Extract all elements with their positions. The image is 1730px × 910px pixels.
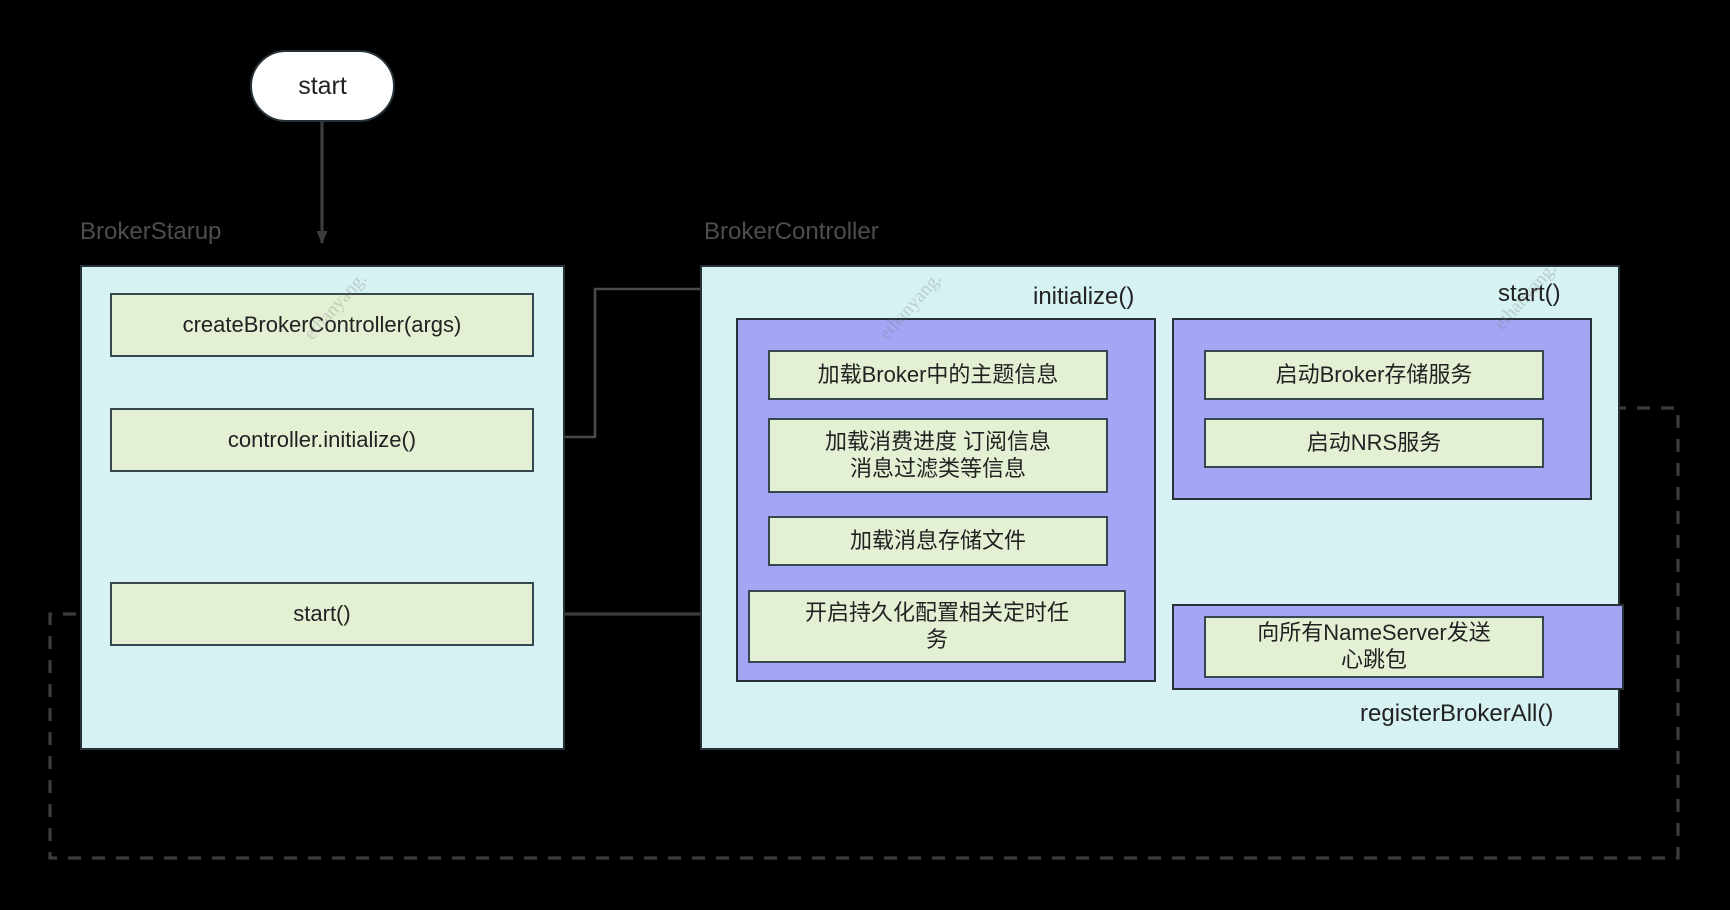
node-start-persist-config-task-label: 开启持久化配置相关定时任 务 [804,599,1069,652]
node-startup-start[interactable]: start() [110,582,534,646]
node-start-nrs-service-label: 启动NRS服务 [1306,429,1442,455]
node-create-broker-controller[interactable]: createBrokerController(args) [110,293,534,357]
subpanel-start [1172,318,1592,500]
node-send-heartbeat-to-nameservers-label: 向所有NameServer发送 心跳包 [1257,620,1491,672]
edge-dashed-feedback [48,402,1680,860]
node-load-message-store-file-label: 加载消息存储文件 [849,527,1026,553]
node-controller-initialize[interactable]: controller.initialize() [110,408,534,472]
node-load-message-store-file[interactable]: 加载消息存储文件 [768,516,1108,566]
node-start[interactable]: start [250,50,395,122]
node-load-broker-topic-info-label: 加载Broker中的主题信息 [817,361,1059,387]
node-start-broker-store-service-label: 启动Broker存储服务 [1275,361,1473,387]
node-load-consume-progress-label: 加载消费进度 订阅信息 消息过滤类等信息 [824,428,1052,481]
node-start-nrs-service[interactable]: 启动NRS服务 [1204,418,1544,468]
node-create-broker-controller-label: createBrokerController(args) [182,311,462,337]
group-label-broker-startup: BrokerStarup [80,218,222,245]
fn-label-register-broker-all: registerBrokerAll() [1360,700,1554,727]
node-start-broker-store-service[interactable]: 启动Broker存储服务 [1204,350,1544,400]
node-startup-start-label: start() [293,600,351,626]
node-load-broker-topic-info[interactable]: 加载Broker中的主题信息 [768,350,1108,400]
group-label-broker-controller: BrokerController [704,218,879,245]
fn-label-start: start() [1498,280,1561,307]
node-start-persist-config-task[interactable]: 开启持久化配置相关定时任 务 [748,590,1126,663]
node-controller-initialize-label: controller.initialize() [227,426,417,452]
node-start-label: start [298,71,347,100]
node-send-heartbeat-to-nameservers[interactable]: 向所有NameServer发送 心跳包 [1204,616,1544,678]
node-load-consume-progress[interactable]: 加载消费进度 订阅信息 消息过滤类等信息 [768,418,1108,493]
fn-label-initialize: initialize() [1033,283,1135,310]
